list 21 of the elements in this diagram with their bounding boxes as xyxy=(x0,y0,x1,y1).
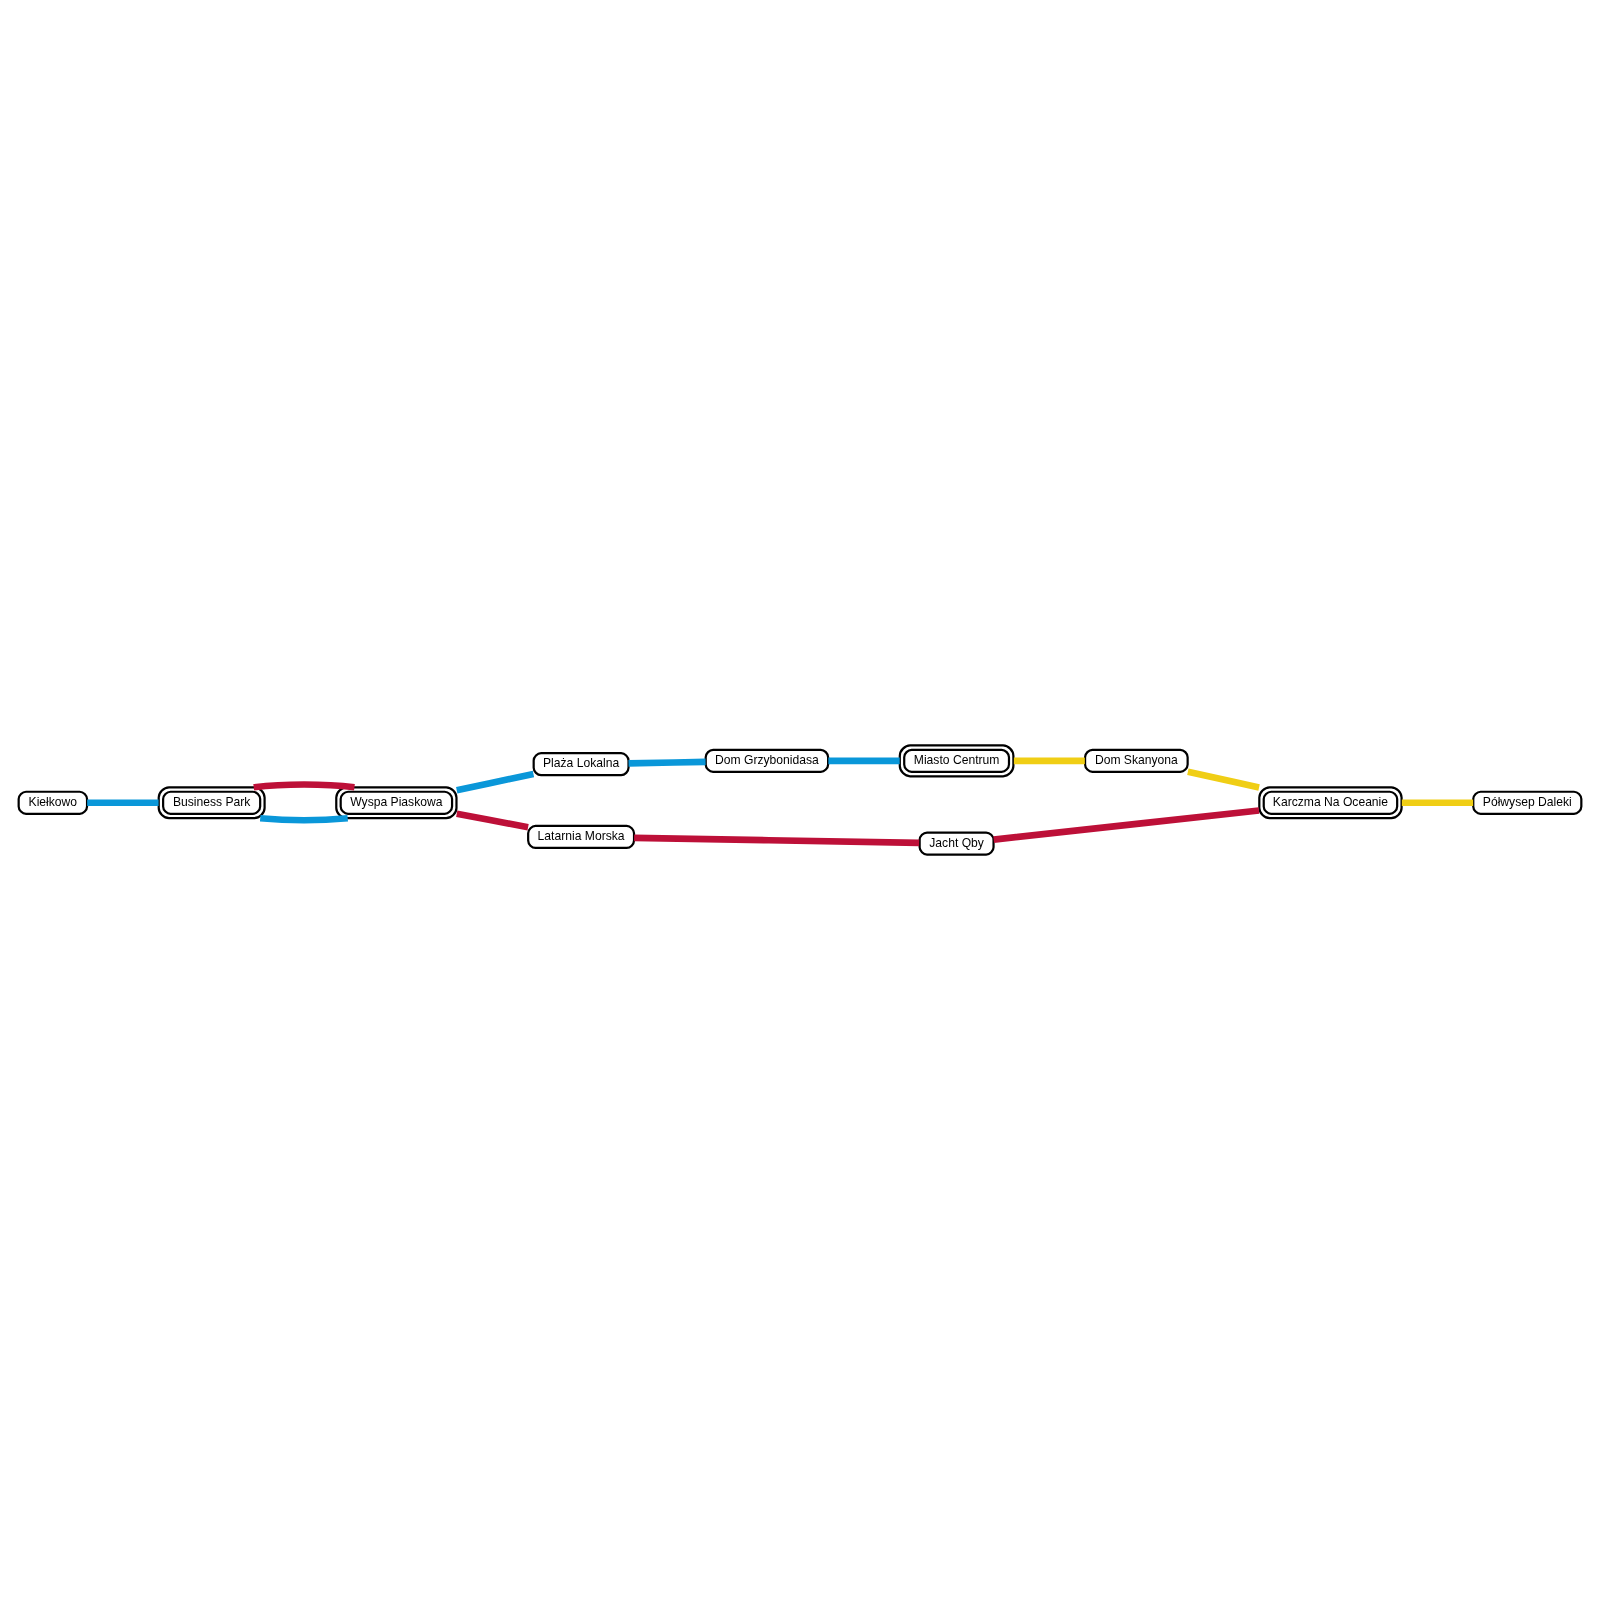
connector xyxy=(253,781,355,791)
connector xyxy=(1187,768,1260,791)
node-box: Półwysep Daleki xyxy=(1472,790,1583,815)
connector xyxy=(1013,757,1085,765)
node-box: Plaża Lokalna xyxy=(532,752,630,777)
node-box: Miasto Centrum xyxy=(898,744,1015,778)
connector xyxy=(1401,799,1474,807)
node-box: Kiełkowo xyxy=(17,790,89,815)
connector xyxy=(628,758,706,767)
connector xyxy=(456,770,535,794)
node-box: Dom Grzybonidasa xyxy=(704,748,830,773)
node-box: Jacht Qby xyxy=(918,831,995,856)
connector xyxy=(456,810,529,831)
connector xyxy=(634,834,920,847)
connector xyxy=(87,799,159,807)
node-box: Business Park xyxy=(157,786,266,820)
node-box: Karczma Na Oceanie xyxy=(1258,786,1403,820)
node-box: Latarnia Morska xyxy=(527,824,636,850)
connector xyxy=(993,807,1260,843)
node-box: Dom Skanyona xyxy=(1083,748,1189,773)
node-box: Wyspa Piaskowa xyxy=(335,786,458,820)
